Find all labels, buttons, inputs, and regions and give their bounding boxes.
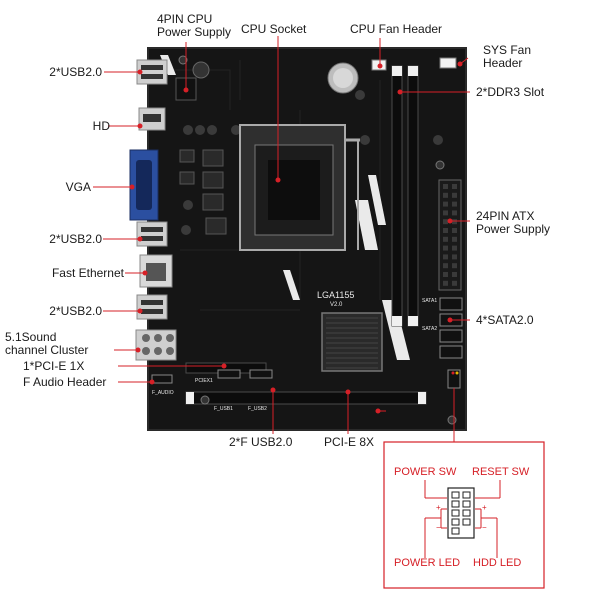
label-sound-line2: channel Cluster [5, 343, 89, 357]
usb-low-port [136, 294, 168, 320]
capacitor [192, 61, 210, 79]
ddr3-slots [391, 65, 419, 327]
rear-io [129, 59, 177, 361]
label-pcie1x: 1*PCI-E 1X [23, 359, 85, 373]
usb-mid-port [136, 221, 168, 247]
atx-pin [452, 280, 457, 286]
label-power-sw: POWER SW [394, 466, 457, 478]
atx-pin [443, 254, 448, 260]
label-cpu-power: 4PIN CPU Power Supply [157, 13, 231, 39]
label-sound: 5.1Sound channel Cluster [5, 331, 88, 357]
atx-pin [452, 201, 457, 207]
label-audio-header: F Audio Header [23, 375, 107, 389]
atx-pin [443, 280, 448, 286]
version-silk: V2.0 [330, 302, 343, 308]
label-usb-low: 2*USB2.0 [49, 304, 102, 318]
pin-polarity-marks: + − + − [436, 503, 487, 532]
label-power-led: POWER LED [394, 557, 461, 569]
atx-pin [452, 245, 457, 251]
atx-pin [443, 236, 448, 242]
label-atx24-line2: Power Supply [476, 222, 551, 236]
atx-pin [452, 192, 457, 198]
vrm-chokes [179, 149, 227, 235]
socket-model-silk: LGA1155 [317, 290, 354, 300]
label-vga: VGA [65, 180, 91, 194]
label-cpu-power-line2: Power Supply [157, 25, 232, 39]
header-pin [462, 518, 471, 526]
front-audio-header [151, 374, 173, 384]
atx-pin [452, 272, 457, 277]
header-pin [462, 509, 471, 517]
atx-pin [443, 210, 448, 216]
sata-silk-2: SATA2 [422, 326, 437, 332]
atx-pin [443, 272, 448, 277]
front-usb-header-1 [217, 369, 241, 379]
header-pin [462, 500, 471, 508]
label-usb-mid: 2*USB2.0 [49, 232, 102, 246]
atx-pin [452, 236, 457, 242]
label-sata: 4*SATA2.0 [476, 313, 534, 327]
atx-pin [452, 219, 457, 225]
label-atx24-line1: 24PIN ATX [476, 209, 535, 223]
label-sys-fan-line2: Header [483, 56, 523, 70]
cpu-socket [239, 124, 360, 251]
header-pin [451, 518, 460, 526]
label-sys-fan-line1: SYS Fan [483, 43, 532, 57]
front-usb-header-2 [249, 369, 273, 379]
atx-pin [443, 228, 448, 233]
sata-silk-1: SATA1 [422, 298, 437, 304]
audio-silk: F_AUDIO [152, 390, 174, 396]
atx-pin [443, 245, 448, 251]
usb-silk-1: F_USB1 [214, 406, 233, 412]
label-cpu-power-line1: 4PIN CPU [157, 12, 213, 26]
label-f-usb: 2*F USB2.0 [229, 435, 293, 449]
atx-pin [443, 263, 448, 269]
svg-text:−: − [482, 523, 487, 532]
svg-text:+: + [436, 503, 441, 512]
header-pin [462, 491, 471, 499]
label-sound-line1: 5.1Sound [5, 330, 57, 344]
header-pin [451, 527, 460, 535]
header-pin [451, 509, 460, 517]
label-pcie8x: PCI-E 8X [324, 435, 375, 449]
label-sys-fan: SYS Fan Header [483, 44, 531, 70]
atx-pin [443, 192, 448, 198]
atx-pin [452, 184, 457, 189]
atx-24pin-connector [438, 179, 462, 291]
atx-pin [443, 201, 448, 207]
sys-fan-connector [439, 57, 457, 69]
label-hd: HD [92, 119, 110, 133]
atx-pin [452, 263, 457, 269]
atx-pin [443, 184, 448, 189]
usb-silk-2: F_USB2 [248, 406, 267, 412]
header-pin [451, 491, 460, 499]
board-slash-graphics [160, 55, 410, 360]
label-cpu-fan: CPU Fan Header [350, 22, 443, 36]
label-cpu-socket: CPU Socket [241, 22, 307, 36]
svg-text:−: − [436, 523, 441, 532]
label-usb-top: 2*USB2.0 [49, 65, 102, 79]
label-ddr3: 2*DDR3 Slot [476, 85, 545, 99]
atx-pin [452, 254, 457, 260]
annotation-dots [129, 61, 463, 414]
pin-callout-lines [424, 480, 501, 558]
header-pin [451, 500, 460, 508]
label-reset-sw: RESET SW [472, 466, 530, 478]
pcie-silk: PCIEX1 [195, 378, 213, 384]
label-hdd-led: HDD LED [473, 557, 522, 569]
label-ethernet: Fast Ethernet [51, 266, 124, 280]
label-atx24: 24PIN ATX Power Supply [476, 210, 550, 236]
pin-dots [451, 491, 471, 535]
atx-pin [443, 219, 448, 225]
svg-text:+: + [482, 503, 487, 512]
atx-pin [452, 228, 457, 233]
atx-pin [452, 210, 457, 216]
chipset-heatsink [321, 312, 383, 372]
pcie-8x-slot [185, 391, 427, 405]
